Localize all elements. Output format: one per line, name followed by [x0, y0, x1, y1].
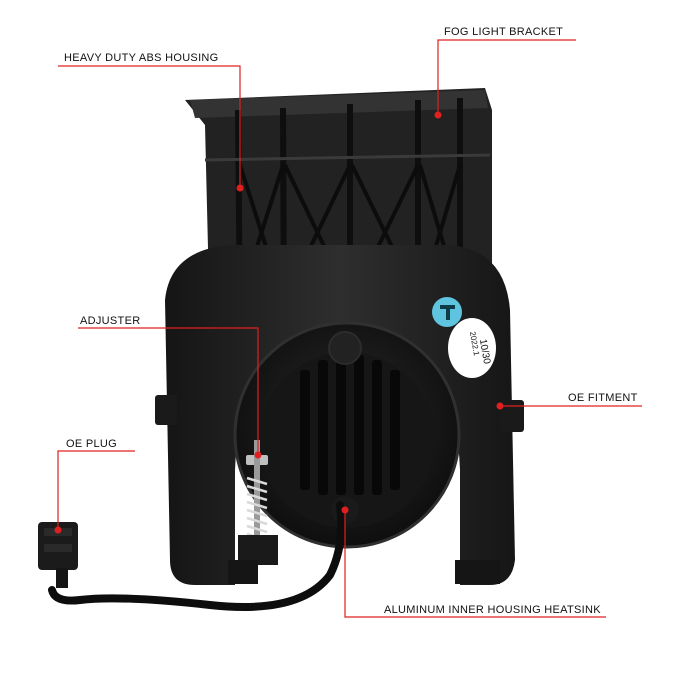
mount-foot-right	[455, 560, 500, 584]
label-heavy-duty-abs-housing: HEAVY DUTY ABS HOUSING	[64, 52, 219, 64]
oe-plug-cable	[38, 501, 346, 611]
label-oe-plug: OE PLUG	[66, 438, 118, 450]
label-fog-light-bracket: FOG LIGHT BRACKET	[444, 26, 564, 38]
mount-foot-left	[228, 560, 258, 584]
date-sticker: 2022.1 10/30	[448, 318, 496, 378]
sticker-date: 10/30	[477, 338, 492, 365]
label-aluminum-inner-housing-heatsink: ALUMINUM INNER HOUSING HEATSINK	[384, 604, 601, 616]
label-oe-fitment: OE FITMENT	[568, 392, 638, 404]
sticker-year: 2022.1	[468, 331, 481, 357]
info-badge	[432, 297, 462, 327]
label-adjuster: ADJUSTER	[80, 315, 141, 327]
